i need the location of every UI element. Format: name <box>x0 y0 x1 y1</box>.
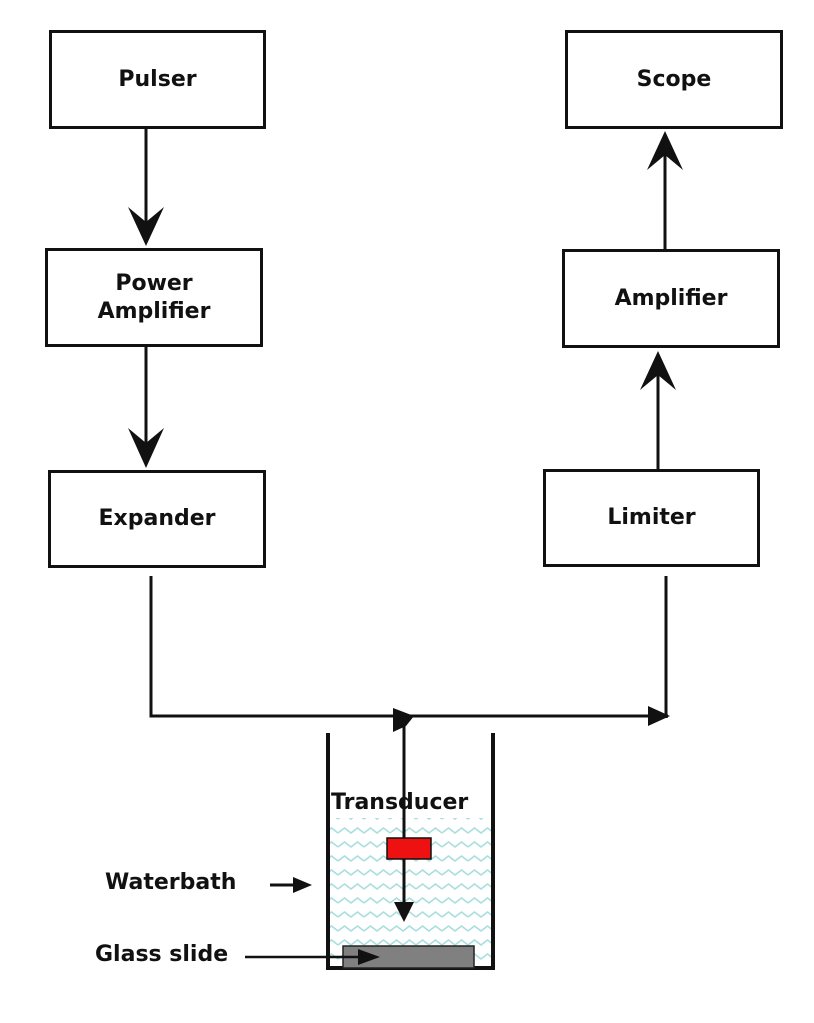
arrow-head-up-icon <box>647 131 683 170</box>
power-amplifier-label-line1: Power <box>115 271 193 296</box>
glass-slide-label: Glass slide <box>95 942 229 967</box>
waterbath-label: Waterbath <box>105 870 237 895</box>
power-amplifier-block: Power Amplifier <box>45 248 263 347</box>
amplifier-block: Amplifier <box>562 249 780 348</box>
arrow-head-down-icon <box>394 902 414 922</box>
arrow-head-right-icon <box>648 706 670 726</box>
arrow-head-right-icon <box>293 877 312 893</box>
arrow-head-up-icon <box>640 351 676 390</box>
power-amplifier-label-line2: Amplifier <box>97 298 211 324</box>
arrow-head-down-icon <box>128 207 164 246</box>
arrow-head-right-icon <box>358 949 380 965</box>
expander-block: Expander <box>48 470 266 568</box>
arrow-head-down-icon <box>128 428 164 468</box>
amplifier-label: Amplifier <box>614 285 728 311</box>
scope-block: Scope <box>565 30 783 129</box>
scope-label: Scope <box>636 66 712 92</box>
transducer-element <box>386 837 432 860</box>
expander-label: Expander <box>98 506 216 532</box>
connector-expander-bus <box>149 576 668 718</box>
pulser-block: Pulser <box>49 30 266 129</box>
limiter-block: Limiter <box>543 469 760 567</box>
pulser-label: Pulser <box>118 66 197 92</box>
transducer-label: Transducer <box>331 790 469 815</box>
limiter-label: Limiter <box>607 505 696 531</box>
arrow-head-up-icon <box>393 708 414 732</box>
